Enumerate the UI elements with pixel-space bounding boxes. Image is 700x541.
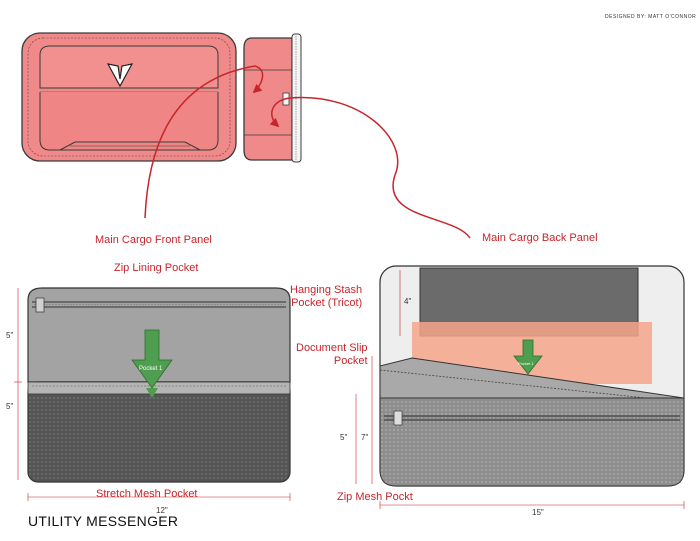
right-dimension-lines: [355, 270, 685, 509]
back-panel-interior: [379, 265, 685, 487]
logo-v-mark: [106, 63, 134, 88]
dim-right-inner: 5": [340, 433, 348, 442]
left-dimension-lines: [14, 288, 291, 501]
hanging-stash-label: Hanging Stash Pocket (Tricot): [290, 284, 363, 309]
front-panel-label: Main Cargo Front Panel: [95, 234, 212, 246]
pocket-arrow-right: [513, 339, 543, 375]
zip-lining-label: Zip Lining Pocket: [114, 262, 199, 274]
back-panel-callout-line: [269, 96, 471, 239]
page-title: UTILITY MESSENGER: [28, 513, 179, 529]
bag-front-view: [21, 32, 237, 162]
pocket-arrow-left: [131, 329, 173, 389]
front-panel-callout-line: [144, 65, 264, 219]
pocket-tag-left: Pocket 1: [139, 366, 163, 372]
designer-credit: DESIGNED BY: MATT O'CONNOR: [605, 14, 697, 20]
stretch-mesh-label: Stretch Mesh Pocket: [96, 488, 198, 500]
pocket-tag-right: Pocket 1: [518, 361, 534, 366]
back-panel-label: Main Cargo Back Panel: [482, 232, 598, 244]
dim-left-bottom: 5": [6, 402, 14, 411]
dim-right-stash: 4": [404, 297, 412, 306]
dim-left-top: 5": [6, 331, 14, 340]
document-slip-label: Document Slip Pocket: [296, 342, 368, 367]
front-panel-interior: [27, 287, 291, 483]
dim-right-width: 15": [532, 508, 544, 517]
dim-right-outer: 7": [361, 433, 369, 442]
zip-mesh-label: Zip Mesh Pockt: [337, 491, 413, 503]
dim-left-width: 12": [156, 506, 168, 515]
